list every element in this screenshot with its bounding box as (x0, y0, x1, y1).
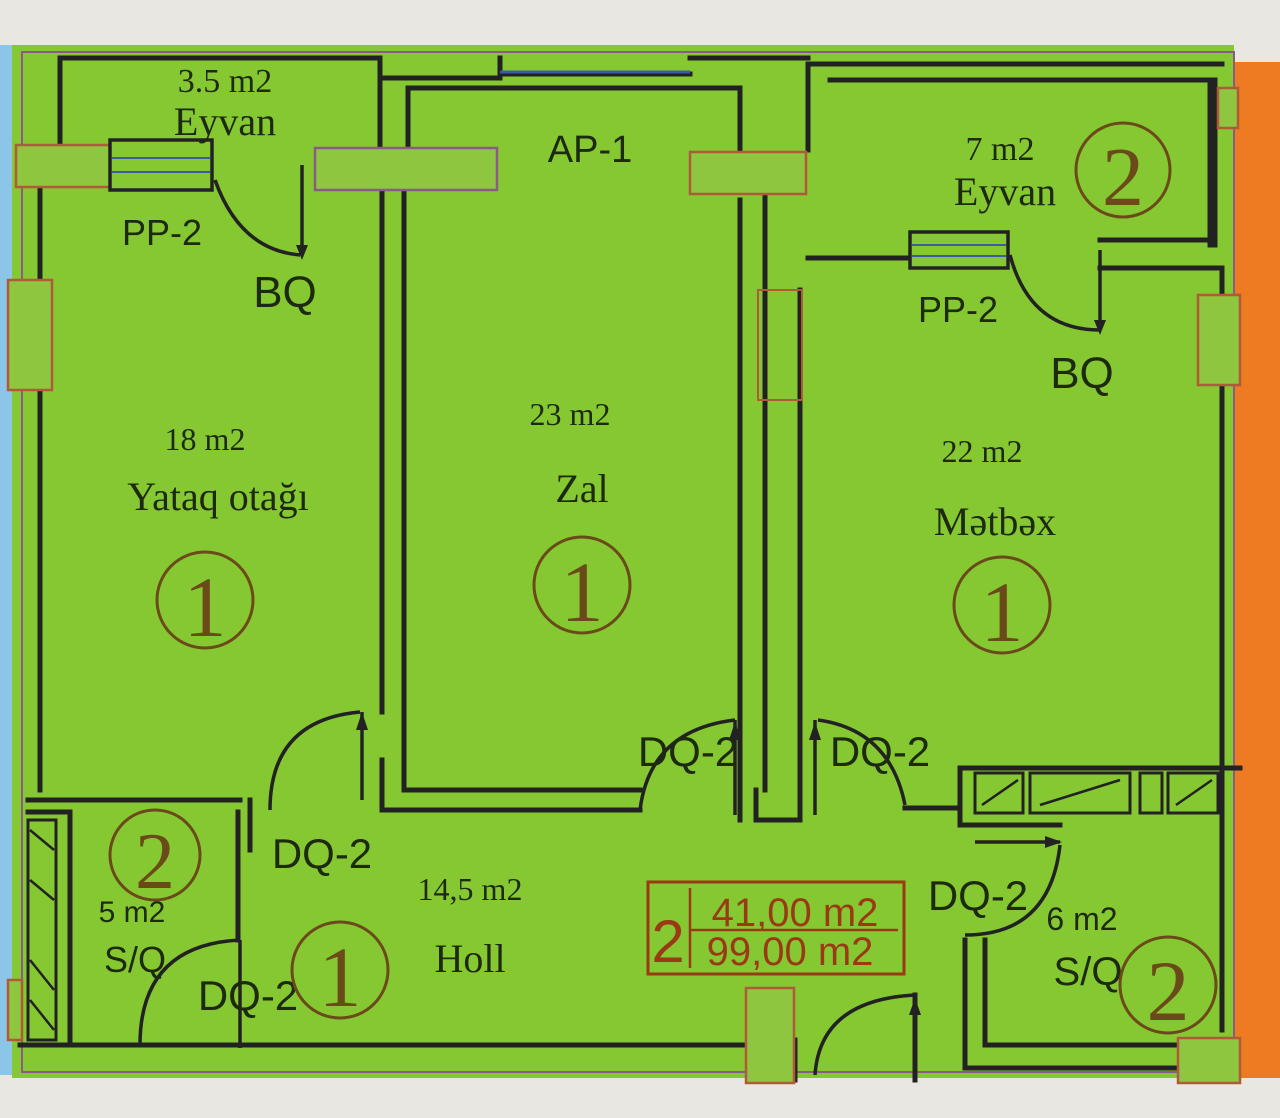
balcony-door-panels (108, 70, 1010, 270)
bath-right-area: 6 m2 (1046, 901, 1117, 937)
summary-rooms: 2 (651, 908, 684, 975)
outer-boundary (21, 51, 1235, 1073)
floor-bottom-paper (0, 1078, 1280, 1118)
kitchen-number: 1 (981, 564, 1024, 660)
bq-right-label: BQ (1050, 349, 1114, 398)
bath-right-number: 2 (1147, 943, 1190, 1039)
hall-number-circle (290, 920, 390, 1020)
dq-kitchen-label: DQ-2 (830, 728, 930, 775)
balcony-right-area: 7 m2 (966, 131, 1035, 168)
living-name: Zal (555, 466, 608, 511)
bath-left-number: 2 (135, 818, 175, 906)
bq-left-label: BQ (253, 268, 317, 317)
living-number: 1 (561, 544, 604, 640)
bedroom-number: 1 (184, 559, 227, 655)
balcony-right-name: Eyvan (954, 169, 1056, 214)
kitchen-number-circle (952, 555, 1052, 655)
windows (6, 86, 1242, 1085)
bedroom-number-circle (155, 550, 255, 650)
bath-left-number-circle (108, 808, 202, 902)
bath-right-number-circle (1118, 935, 1218, 1035)
balcony-right-number-circle (1074, 121, 1172, 219)
hall-number: 1 (319, 929, 362, 1025)
summary-total-area: 99,00 m2 (707, 930, 874, 974)
bath-left-fixtures (26, 818, 58, 1042)
dq-living-label: DQ-2 (638, 728, 738, 775)
bedroom-area: 18 m2 (165, 421, 246, 457)
pp-right-label: PP-2 (918, 289, 998, 330)
bath-left-area: 5 m2 (99, 896, 166, 929)
kitchen-area: 22 m2 (942, 433, 1023, 469)
hall-name: Holl (434, 936, 505, 981)
dq-bath-left-label: DQ-2 (198, 972, 298, 1019)
right-orange-strip (1228, 62, 1280, 1082)
hall-area: 14,5 m2 (418, 871, 523, 907)
bath-left-name: S/Q (104, 939, 166, 980)
door-swings (138, 165, 1106, 1080)
dq-bedroom-label: DQ-2 (272, 830, 372, 877)
bedroom-name: Yataq otağı (127, 474, 308, 519)
summary-box: 2 41,00 m2 99,00 m2 (646, 880, 906, 976)
balcony-left-area: 3.5 m2 (178, 63, 272, 100)
summary-living-area: 41,00 m2 (712, 891, 879, 935)
living-area: 23 m2 (530, 396, 611, 432)
dq-bath-right-label: DQ-2 (928, 872, 1028, 919)
kitchen-counter (973, 771, 1220, 815)
kitchen-name: Mətbəx (934, 499, 1056, 544)
balcony-left-name: Eyvan (174, 99, 276, 144)
bath-right-name: S/Q (1054, 950, 1123, 994)
living-number-circle (532, 535, 632, 635)
ap-label: AP-1 (548, 129, 632, 171)
balcony-right-number: 2 (1102, 131, 1144, 224)
pp-left-label: PP-2 (122, 212, 202, 253)
